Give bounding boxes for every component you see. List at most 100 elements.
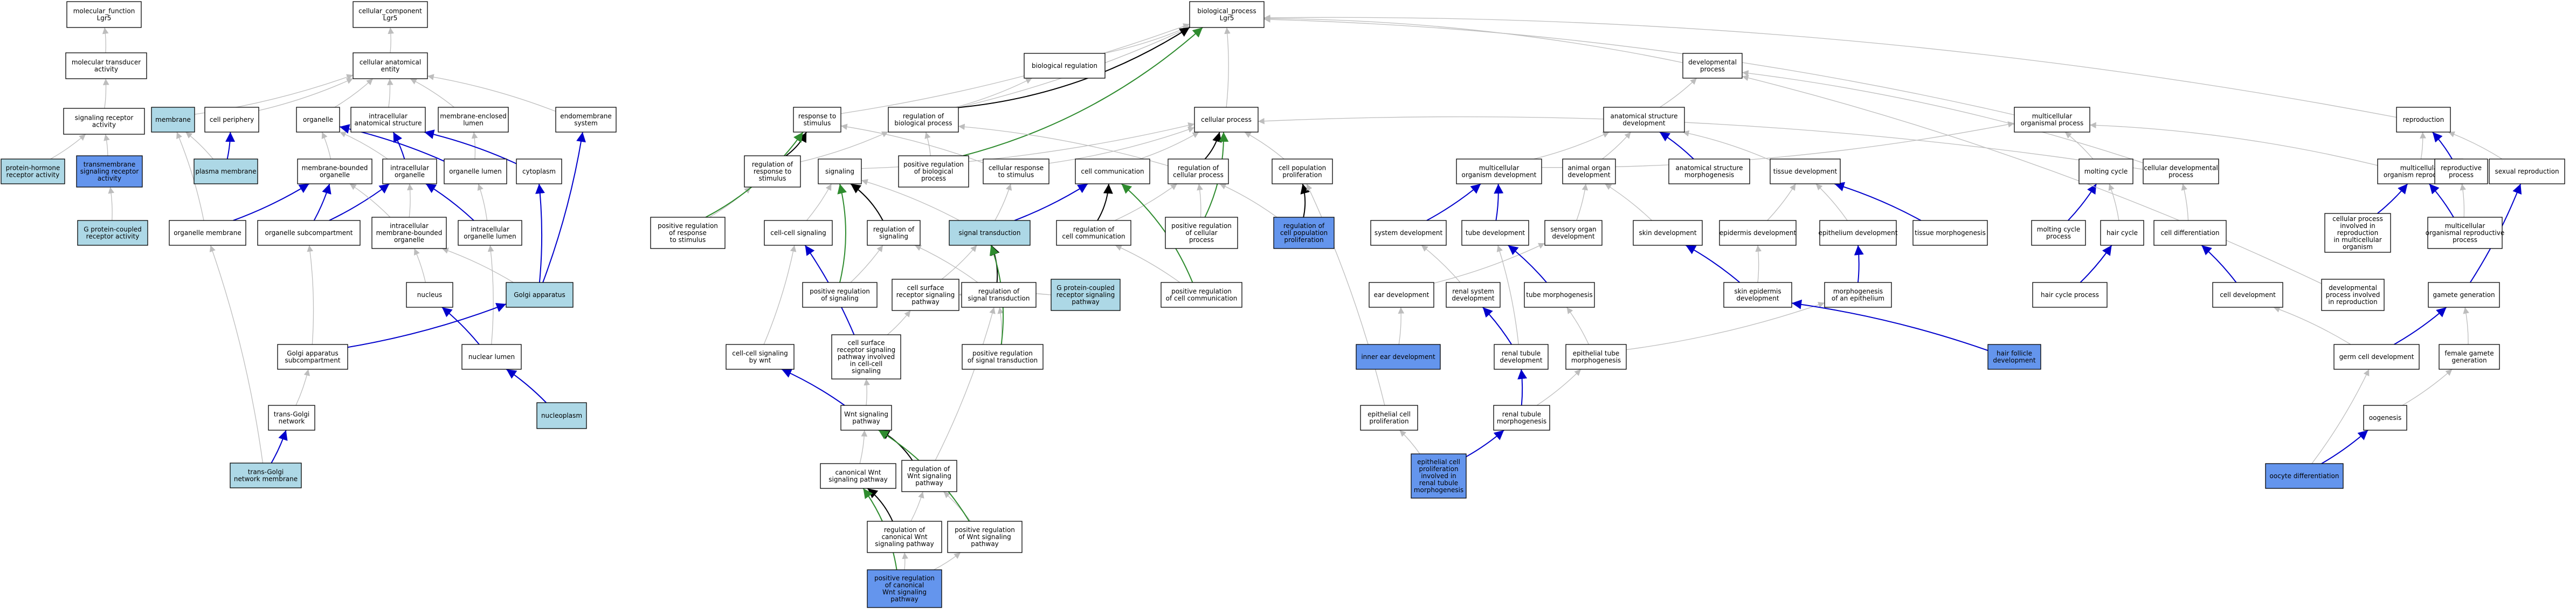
term-node-tubedev[interactable]: tube development	[1461, 220, 1529, 246]
term-node-tubemorph[interactable]: tube morphogenesis	[1524, 282, 1595, 308]
term-node-nlumen[interactable]: nuclear lumen	[461, 344, 522, 370]
term-node-omem[interactable]: organelle membrane	[169, 220, 246, 246]
term-node-pmem[interactable]: plasma membrane	[194, 158, 258, 184]
term-node-cdiff[interactable]: cell differentiation	[2153, 220, 2227, 246]
term-node-skindev[interactable]: skin development	[1633, 220, 1703, 246]
term-node-nucleus[interactable]: nucleus	[406, 282, 453, 308]
term-node-gcd[interactable]: germ cell development	[2333, 344, 2420, 370]
term-node-srep[interactable]: sexual reproduction	[2489, 158, 2565, 184]
term-node-odiff[interactable]: oocyte differentiation	[2265, 463, 2344, 489]
term-node-olumen[interactable]: organelle lumen	[444, 158, 507, 184]
term-node-ccs[interactable]: cell-cell signaling	[764, 220, 833, 246]
term-node-st[interactable]: signal transduction	[949, 220, 1031, 246]
term-node-epidev[interactable]: epidermis development	[1719, 220, 1797, 246]
term-node-epithdev[interactable]: epithelium development	[1819, 220, 1898, 246]
term-node-tmorph[interactable]: tissue morphogenesis	[1912, 220, 1988, 246]
term-node-celldev[interactable]: cell development	[2212, 282, 2283, 308]
term-node-repro[interactable]: reproduction	[2396, 107, 2451, 133]
term-node-cyto[interactable]: cytoplasm	[516, 158, 562, 184]
term-node-gamgen[interactable]: gamete generation	[2428, 282, 2500, 308]
term-node-oogen[interactable]: oogenesis	[2363, 405, 2407, 431]
term-node-cperiph[interactable]: cell periphery	[204, 107, 259, 133]
term-node-golgi[interactable]: Golgi apparatus	[506, 282, 574, 308]
term-node-membrane[interactable]: membrane	[151, 107, 195, 133]
term-node-ccomm[interactable]: cell communication	[1075, 158, 1150, 184]
term-node-cp[interactable]: cellular process	[1194, 107, 1259, 133]
term-node-osub[interactable]: organelle subcompartment	[257, 220, 361, 246]
term-node-tdev[interactable]: tissue development	[1770, 158, 1841, 184]
term-node-biolreg[interactable]: biological regulation	[1024, 53, 1106, 79]
term-node-ied[interactable]: inner ear development	[1356, 344, 1441, 370]
term-node-hcyc[interactable]: hair cycle	[2100, 220, 2144, 246]
term-node-sysdev[interactable]: system development	[1370, 220, 1447, 246]
term-node-organelle[interactable]: organelle	[296, 107, 340, 133]
term-node-nucleo[interactable]: nucleoplasm	[536, 402, 587, 429]
